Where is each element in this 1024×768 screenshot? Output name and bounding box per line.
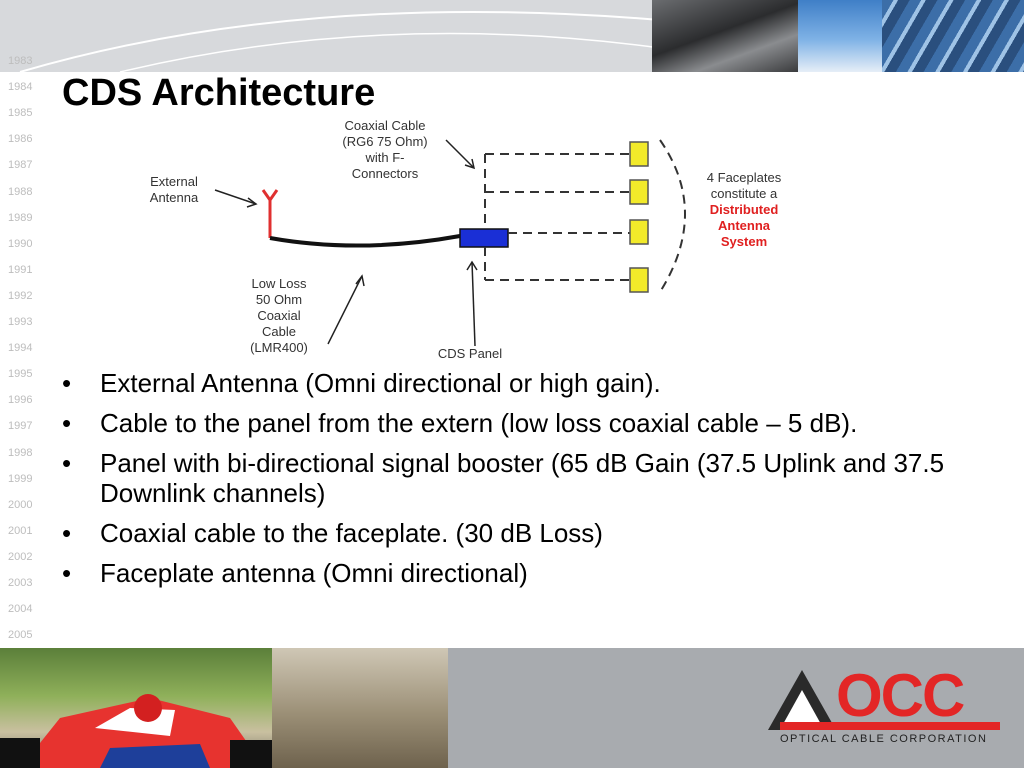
year-label: 1999 — [8, 472, 33, 485]
building-photo — [882, 0, 1024, 72]
year-label: 2002 — [8, 550, 33, 563]
year-label: 1988 — [8, 185, 33, 198]
year-label: 1984 — [8, 81, 33, 94]
year-label: 1996 — [8, 394, 33, 407]
das-bracket — [659, 139, 686, 293]
cds-panel-label: CDS Panel — [437, 346, 503, 361]
low-loss-label-line: 50 Ohm — [255, 292, 303, 307]
coax-distribution-lines — [484, 153, 630, 281]
camera-photo — [652, 0, 798, 72]
year-label: 1995 — [8, 368, 33, 381]
external-antenna-icon — [261, 189, 279, 238]
antenna-label-line: Antenna — [149, 190, 199, 205]
low-loss-label-line: Low Loss — [251, 276, 307, 291]
das-label-line: System — [720, 234, 768, 249]
coax-cable-label: Coaxial Cable (RG6 75 Ohm) with F- Conne… — [325, 118, 445, 182]
year-label: 2001 — [8, 524, 33, 537]
faceplate-2 — [629, 179, 649, 205]
faceplates-label: 4 Faceplates constitute a Distributed An… — [688, 170, 800, 250]
bullet-text: Faceplate antenna (Omni directional) — [100, 558, 528, 588]
year-label: 1985 — [8, 107, 33, 120]
year-label: 2004 — [8, 603, 33, 616]
low-loss-cable-label: Low Loss 50 Ohm Coaxial Cable (LMR400) — [234, 276, 324, 356]
bullet-item: • Coaxial cable to the faceplate. (30 dB … — [60, 518, 1010, 548]
cds-diagram: Coaxial Cable (RG6 75 Ohm) with F- Conne… — [120, 112, 820, 370]
year-strip — [0, 72, 46, 648]
company-name: OPTICAL CABLE CORPORATION — [780, 733, 988, 745]
year-label: 1989 — [8, 211, 33, 224]
coax-label-line: (RG6 75 Ohm) — [342, 134, 428, 149]
occ-logo — [762, 656, 1012, 760]
year-label: 1987 — [8, 159, 33, 172]
low-loss-label-line: Coaxial — [257, 308, 301, 323]
low-loss-label-line: Cable — [262, 324, 296, 339]
faceplate-1 — [629, 141, 649, 167]
bullet-dot: • — [62, 558, 72, 588]
bullet-text: Panel with bi-directional signal booster… — [100, 448, 945, 508]
faceplates-label-line: 4 Faceplates — [706, 170, 782, 185]
das-label-line: Antenna — [718, 218, 770, 233]
year-label: 1992 — [8, 289, 33, 302]
low-loss-cable — [269, 234, 461, 248]
bullet-text: Cable to the panel from the extern (low … — [100, 408, 858, 438]
faceplates-label-line: constitute a — [710, 186, 778, 201]
year-label: 1991 — [8, 263, 33, 276]
year-label: 2000 — [8, 498, 33, 511]
year-label: 2005 — [8, 629, 33, 642]
bullet-item: • External Antenna (Omni directional or h… — [60, 368, 1010, 398]
year-label: 2003 — [8, 577, 33, 589]
coax-label-line: Connectors — [351, 166, 419, 181]
faceplate-4 — [629, 267, 649, 293]
das-label-line: Distributed — [709, 202, 779, 217]
low-loss-label-line: (LMR400) — [250, 340, 308, 355]
bullet-text: Coaxial cable to the faceplate. (30 dB L… — [100, 518, 603, 548]
year-label: 1990 — [8, 237, 33, 250]
year-label: 1983 — [8, 55, 33, 67]
race-car-photo — [0, 648, 272, 768]
coax-label-line: with F- — [365, 150, 405, 165]
bullet-dot: • — [62, 408, 72, 438]
bullet-item: • Faceplate antenna (Omni directional) — [60, 558, 1010, 588]
year-label: 1993 — [8, 316, 33, 328]
faceplates — [629, 141, 649, 293]
cds-diagram-graphic — [214, 139, 686, 347]
slide-title: CDS Architecture — [62, 72, 376, 114]
faceplate-3 — [629, 219, 649, 245]
bullet-item: • Panel with bi-directional signal booste… — [60, 448, 1010, 508]
occ-logo-letters: OCC — [836, 662, 965, 729]
cds-panel-box — [459, 228, 509, 248]
coax-label-line: Coaxial Cable — [344, 118, 426, 133]
external-antenna-label: External Antenna — [134, 174, 214, 206]
bullet-dot: • — [62, 518, 72, 548]
sky-photo — [798, 0, 882, 72]
occ-triangle-icon — [768, 670, 1000, 730]
race-car-graphic — [0, 694, 272, 768]
bullet-item: • Cable to the panel from the extern (low… — [60, 408, 1010, 438]
header-arc-decoration — [19, 10, 660, 72]
year-label: 1998 — [8, 446, 33, 459]
bullet-dot: • — [62, 448, 72, 478]
bullet-text: External Antenna (Omni directional or hi… — [100, 368, 661, 398]
year-label: 1986 — [8, 133, 33, 146]
bullet-dot: • — [62, 368, 72, 398]
year-label: 1997 — [8, 420, 33, 433]
annotation-arrows — [214, 139, 478, 347]
tank-photo — [272, 648, 448, 768]
year-label: 1994 — [8, 342, 33, 355]
antenna-label-line: External — [150, 174, 198, 189]
bullet-list: • External Antenna (Omni directional or h… — [60, 368, 1010, 598]
